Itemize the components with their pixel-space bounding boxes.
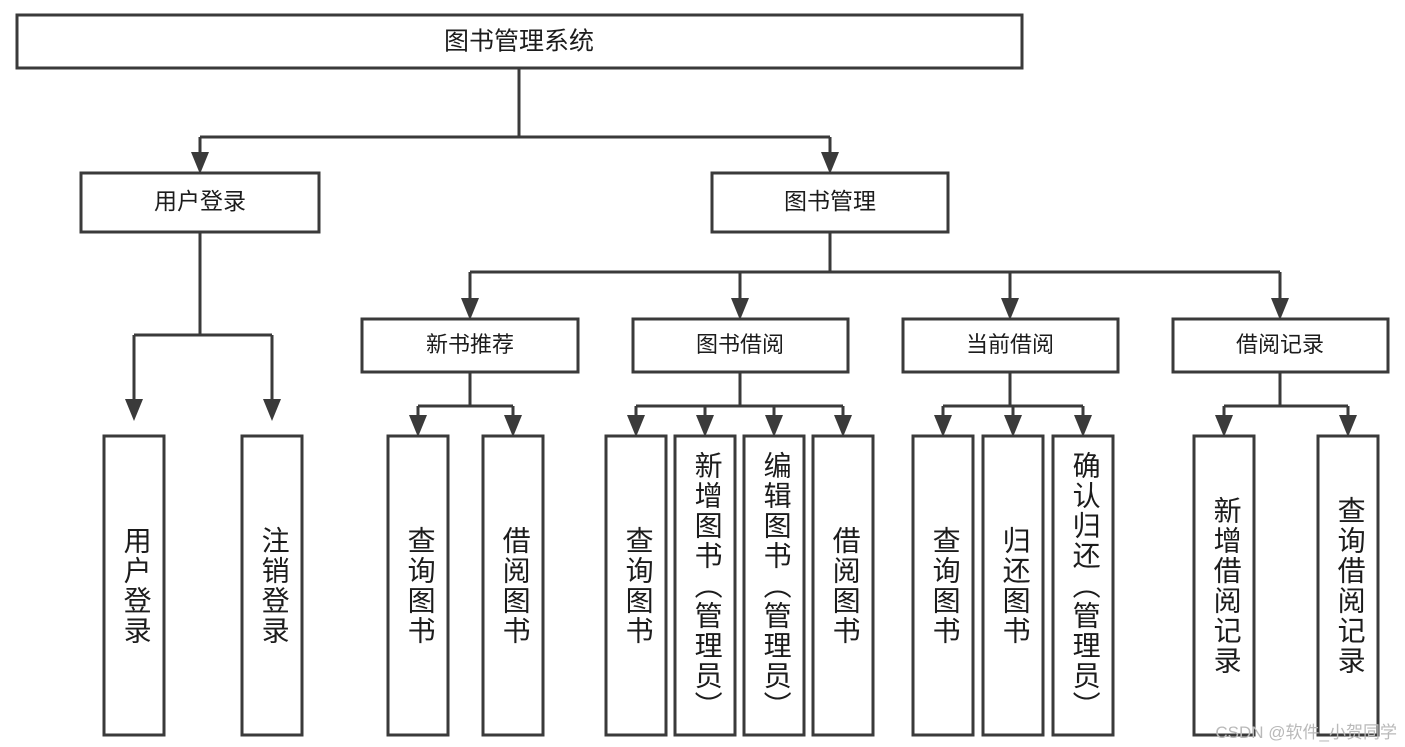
arrowhead-leaf-bb-2 [696, 415, 714, 437]
leaf-bb-query-book-label: 查询图书 [623, 526, 654, 646]
leaf-cb-query-book-label: 查询图书 [930, 526, 961, 646]
node-new-book-recommend[interactable]: 新书推荐 [360, 317, 580, 374]
leaf-cb-confirm-return[interactable]: 确认归还（管理员） [1051, 434, 1115, 737]
root-label: 图书管理系统 [444, 28, 594, 56]
leaf-bb-add-book-box[interactable] [673, 434, 737, 737]
watermark: CSDN @软件_小贺同学 [1215, 723, 1397, 742]
arrowhead-leaf-user-login [125, 399, 143, 421]
arrowhead-leaf-bb-1 [627, 415, 645, 437]
leaf-nb-borrow-book-label: 借阅图书 [500, 526, 531, 646]
leaf-user-login-label: 用户登录 [121, 526, 152, 646]
node-book-manage[interactable]: 图书管理 [710, 171, 950, 234]
leaf-logout-box[interactable] [240, 434, 304, 737]
leaf-nb-query-book[interactable]: 查询图书 [386, 434, 450, 737]
leaf-br-add-record-box[interactable] [1192, 434, 1256, 737]
current-borrow-box[interactable] [901, 317, 1120, 374]
arrowhead-borrow-record [1271, 298, 1289, 320]
user-login-label: 用户登录 [154, 188, 246, 214]
arrowhead-leaf-cb-1 [934, 415, 952, 437]
node-borrow-record[interactable]: 借阅记录 [1171, 317, 1390, 374]
current-borrow-label: 当前借阅 [966, 332, 1054, 357]
arrowhead-user-login [191, 152, 209, 174]
leaf-logout-label: 注销登录 [259, 526, 290, 646]
leaf-br-query-record[interactable]: 查询借阅记录 [1316, 434, 1380, 737]
leaf-nb-query-book-label: 查询图书 [405, 526, 436, 646]
leaf-nb-query-book-box[interactable] [386, 434, 450, 737]
arrowhead-leaf-br-1 [1215, 415, 1233, 437]
arrowhead-book-manage [821, 152, 839, 174]
leaf-nb-borrow-book-box[interactable] [481, 434, 545, 737]
leaf-br-add-record[interactable]: 新增借阅记录 [1192, 434, 1256, 737]
leaf-br-query-record-box[interactable] [1316, 434, 1380, 737]
node-root[interactable]: 图书管理系统 [15, 13, 1024, 70]
leaf-bb-query-book-box[interactable] [604, 434, 668, 737]
arrowhead-leaf-logout [263, 399, 281, 421]
leaf-br-query-record-label: 查询借阅记录 [1335, 496, 1366, 676]
borrow-record-label: 借阅记录 [1236, 332, 1324, 357]
new-book-recommend-box[interactable] [360, 317, 580, 374]
leaf-user-login-box[interactable] [102, 434, 166, 737]
leaf-cb-return-book-label: 归还图书 [1000, 526, 1031, 646]
leaf-bb-add-book-label: 新增图书（管理员） [692, 451, 723, 721]
book-manage-box[interactable] [710, 171, 950, 234]
leaf-bb-add-book[interactable]: 新增图书（管理员） [673, 434, 737, 737]
leaf-br-add-record-label: 新增借阅记录 [1211, 496, 1242, 676]
leaf-logout[interactable]: 注销登录 [240, 434, 304, 737]
leaf-bb-borrow-book[interactable]: 借阅图书 [811, 434, 875, 737]
arrowhead-leaf-nb-2 [504, 415, 522, 437]
arrowhead-leaf-cb-3 [1074, 415, 1092, 437]
node-user-login[interactable]: 用户登录 [79, 171, 321, 234]
book-manage-label: 图书管理 [784, 188, 876, 214]
leaf-bb-edit-book-box[interactable] [742, 434, 806, 737]
leaf-cb-query-book[interactable]: 查询图书 [911, 434, 975, 737]
book-borrow-label: 图书借阅 [696, 332, 784, 357]
user-login-box[interactable] [79, 171, 321, 234]
arrowhead-leaf-bb-3 [765, 415, 783, 437]
leaf-user-login[interactable]: 用户登录 [102, 434, 166, 737]
leaf-bb-edit-book[interactable]: 编辑图书（管理员） [742, 434, 806, 737]
leaf-cb-return-book-box[interactable] [981, 434, 1045, 737]
root-box[interactable] [15, 13, 1024, 70]
arrowhead-leaf-bb-4 [834, 415, 852, 437]
node-current-borrow[interactable]: 当前借阅 [901, 317, 1120, 374]
arrowhead-leaf-cb-2 [1004, 415, 1022, 437]
leaf-bb-borrow-book-label: 借阅图书 [830, 526, 861, 646]
leaf-cb-query-book-box[interactable] [911, 434, 975, 737]
leaf-cb-confirm-return-box[interactable] [1051, 434, 1115, 737]
leaf-bb-edit-book-label: 编辑图书（管理员） [761, 451, 792, 721]
leaf-bb-borrow-book-box[interactable] [811, 434, 875, 737]
borrow-record-box[interactable] [1171, 317, 1390, 374]
arrowhead-new-book [461, 298, 479, 320]
arrowhead-leaf-nb-1 [409, 415, 427, 437]
arrowhead-book-borrow [731, 298, 749, 320]
new-book-recommend-label: 新书推荐 [426, 332, 514, 357]
leaf-bb-query-book[interactable]: 查询图书 [604, 434, 668, 737]
leaf-cb-confirm-return-label: 确认归还（管理员） [1070, 451, 1101, 721]
leaf-cb-return-book[interactable]: 归还图书 [981, 434, 1045, 737]
node-book-borrow[interactable]: 图书借阅 [631, 317, 850, 374]
arrowhead-current-borrow [1001, 298, 1019, 320]
leaf-nb-borrow-book[interactable]: 借阅图书 [481, 434, 545, 737]
arrowhead-leaf-br-2 [1339, 415, 1357, 437]
connector-layer [125, 68, 1357, 437]
book-borrow-box[interactable] [631, 317, 850, 374]
